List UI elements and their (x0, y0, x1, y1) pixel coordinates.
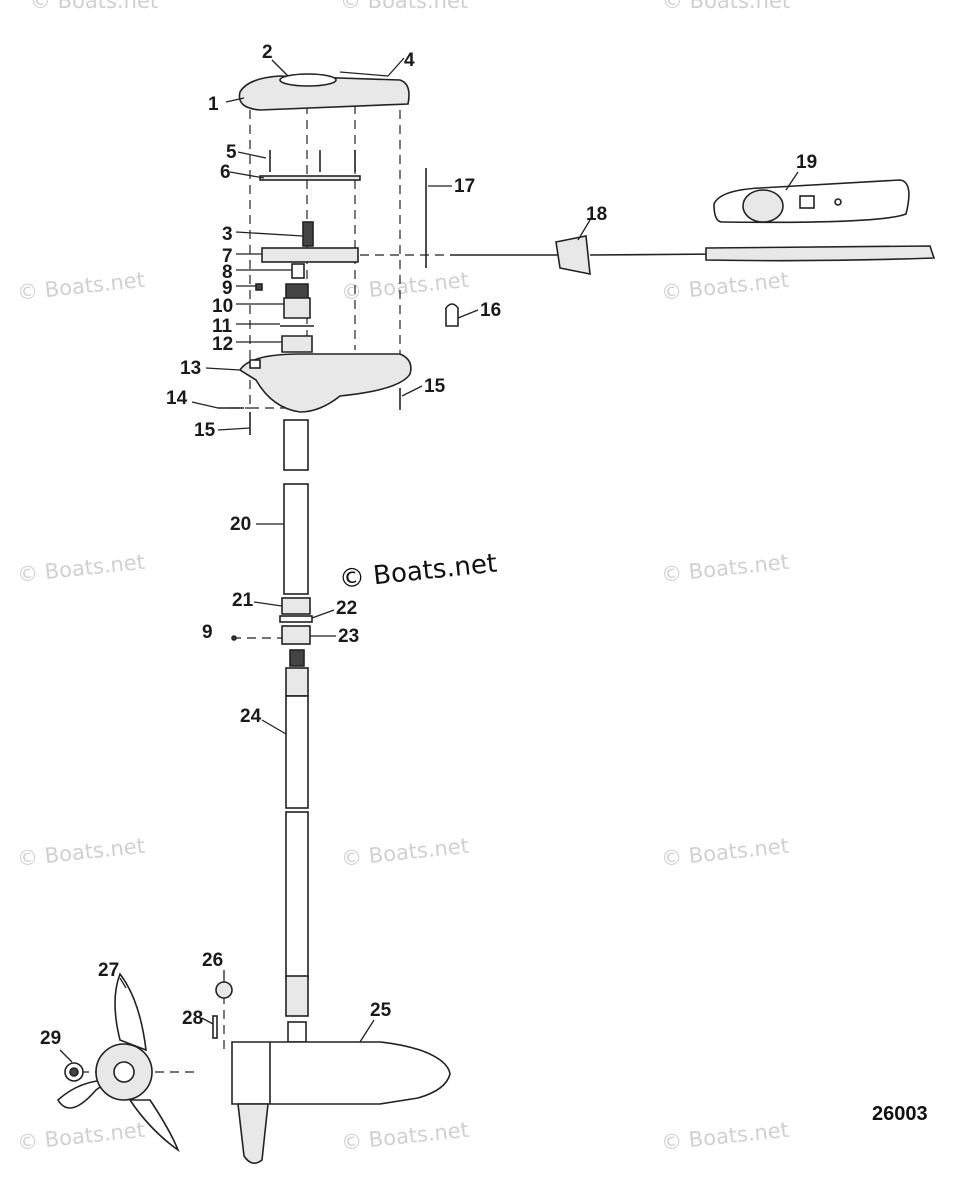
callout-15: 15 (424, 376, 446, 397)
callout-12: 12 (212, 334, 233, 355)
callout-16: 16 (480, 300, 501, 321)
watermark: © Boats.net (660, 1118, 790, 1155)
part-screws (269, 150, 356, 172)
callout-24: 24 (240, 706, 262, 727)
callout-17: 17 (454, 176, 475, 197)
part-stack (255, 283, 314, 353)
part-shaft-lower (285, 649, 309, 1017)
watermark: © Boats.net (16, 550, 146, 587)
watermark: © Boats.net (16, 268, 146, 305)
callout-8: 8 (222, 262, 233, 283)
part-nut-26 (215, 981, 233, 999)
callout-22: 22 (336, 598, 357, 619)
callout-20: 20 (230, 514, 251, 535)
callout-15: 15 (194, 420, 216, 441)
callout-18: 18 (586, 204, 607, 225)
callout-9: 9 (222, 278, 233, 299)
callout-21: 21 (232, 590, 254, 611)
callout-leaders (59, 57, 799, 1063)
watermark: © Boats.net (30, 0, 158, 13)
part-cap-16 (445, 303, 459, 327)
callout-25: 25 (370, 1000, 392, 1021)
callout-9: 9 (202, 622, 213, 643)
part-foot-pedal-19 (705, 179, 936, 262)
figure-number: 26003 (872, 1103, 928, 1125)
callouts: 1 2 3 4 5 6 7 8 9 10 11 12 13 14 15 15 1… (40, 42, 817, 1049)
part-gasket (259, 175, 361, 181)
watermark: © Boats.net (340, 0, 468, 13)
watermark: © Boats.net (16, 834, 146, 871)
callout-19: 19 (796, 152, 817, 173)
callout-26: 26 (202, 950, 223, 971)
watermark-layer: © Boats.net © Boats.net © Boats.net © Bo… (16, 0, 790, 1155)
callout-7: 7 (222, 246, 233, 267)
callout-5: 5 (226, 142, 237, 163)
part-lower-housing (238, 353, 412, 413)
callout-2: 2 (262, 42, 273, 63)
callout-28: 28 (182, 1008, 203, 1029)
part-control-plate (261, 221, 359, 279)
part-shaft-upper (283, 419, 309, 595)
callout-23: 23 (338, 626, 359, 647)
watermark: © Boats.net (340, 1118, 470, 1155)
callout-29: 29 (40, 1028, 61, 1049)
watermark: © Boats.net (662, 0, 790, 13)
part-collar (231, 597, 313, 645)
callout-1: 1 (208, 94, 219, 115)
watermark: © Boats.net (660, 550, 790, 587)
callout-13: 13 (180, 358, 201, 379)
watermark: © Boats.net (340, 834, 470, 871)
part-propeller-27 (56, 972, 180, 1153)
watermark: © Boats.net (340, 268, 470, 305)
part-pin-28 (212, 1015, 218, 1039)
callout-27: 27 (98, 960, 119, 981)
part-grommet-18 (450, 235, 723, 275)
part-motor-25 (231, 1021, 451, 1164)
callout-4: 4 (404, 50, 415, 71)
callout-3: 3 (222, 224, 233, 245)
part-prop-nut-29 (64, 1062, 84, 1082)
callout-6: 6 (220, 162, 231, 183)
callout-10: 10 (212, 296, 233, 317)
callout-11: 11 (212, 316, 233, 337)
watermark: © Boats.net (660, 268, 790, 305)
watermark-center: © Boats.net (338, 549, 499, 595)
callout-14: 14 (166, 388, 188, 409)
part-top-cover (238, 71, 410, 111)
watermark: © Boats.net (16, 1118, 146, 1155)
watermark: © Boats.net (660, 834, 790, 871)
